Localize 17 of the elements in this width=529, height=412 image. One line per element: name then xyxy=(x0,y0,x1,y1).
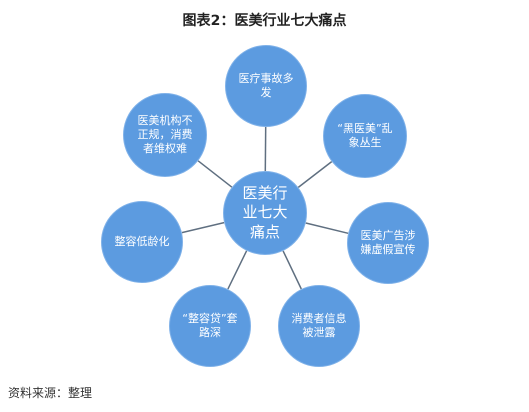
connector-line xyxy=(198,160,232,188)
node-text: 消费者信息被泄露 xyxy=(291,312,347,340)
node-text: 医美广告涉嫌虚假宣传 xyxy=(360,228,416,258)
node-text: 医疗事故多发 xyxy=(238,72,294,100)
node-text: 整容低龄化 xyxy=(114,234,170,250)
node-text: “黑医美”乱象丛生 xyxy=(336,122,394,150)
node-text: 医美机构不正规，消费者维权难 xyxy=(137,114,193,156)
diagram-title: 图表2：医美行业七大痛点 xyxy=(182,13,346,29)
connector-line xyxy=(182,222,224,234)
source-note: 资料来源：整理 xyxy=(8,385,92,400)
connector-line xyxy=(282,250,302,290)
connector-line xyxy=(306,222,348,234)
node-text: 医美行业七大痛点 xyxy=(242,184,288,242)
connector-line xyxy=(264,127,266,171)
connector-line xyxy=(298,161,332,188)
connector-line xyxy=(227,250,248,290)
node-text: “整容贷”套路深 xyxy=(181,312,239,340)
